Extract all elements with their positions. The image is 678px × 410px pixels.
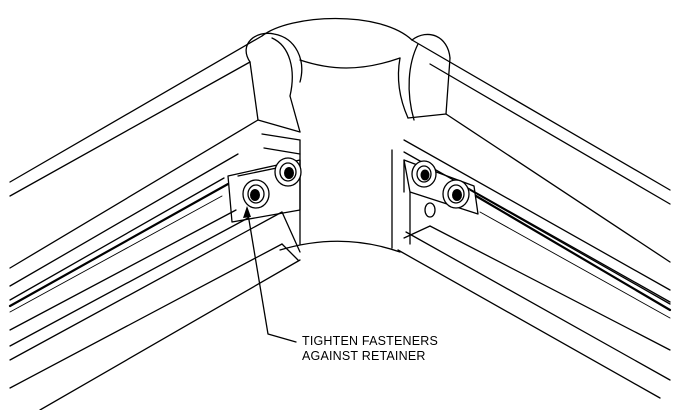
left-rail xyxy=(8,32,303,410)
callout-line-1: TIGHTEN FASTENERS xyxy=(302,334,439,348)
right-fastener-2 xyxy=(442,179,470,209)
right-rail xyxy=(397,33,672,399)
fastener-callout: TIGHTEN FASTENERS AGAINST RETAINER xyxy=(302,334,438,364)
corner-connector xyxy=(261,17,413,253)
callout-line-2: AGAINST RETAINER xyxy=(302,349,426,363)
right-fastener-1 xyxy=(411,160,437,188)
left-fastener-1 xyxy=(242,179,270,209)
callout-leader xyxy=(243,206,297,343)
left-fastener-2 xyxy=(274,157,302,187)
